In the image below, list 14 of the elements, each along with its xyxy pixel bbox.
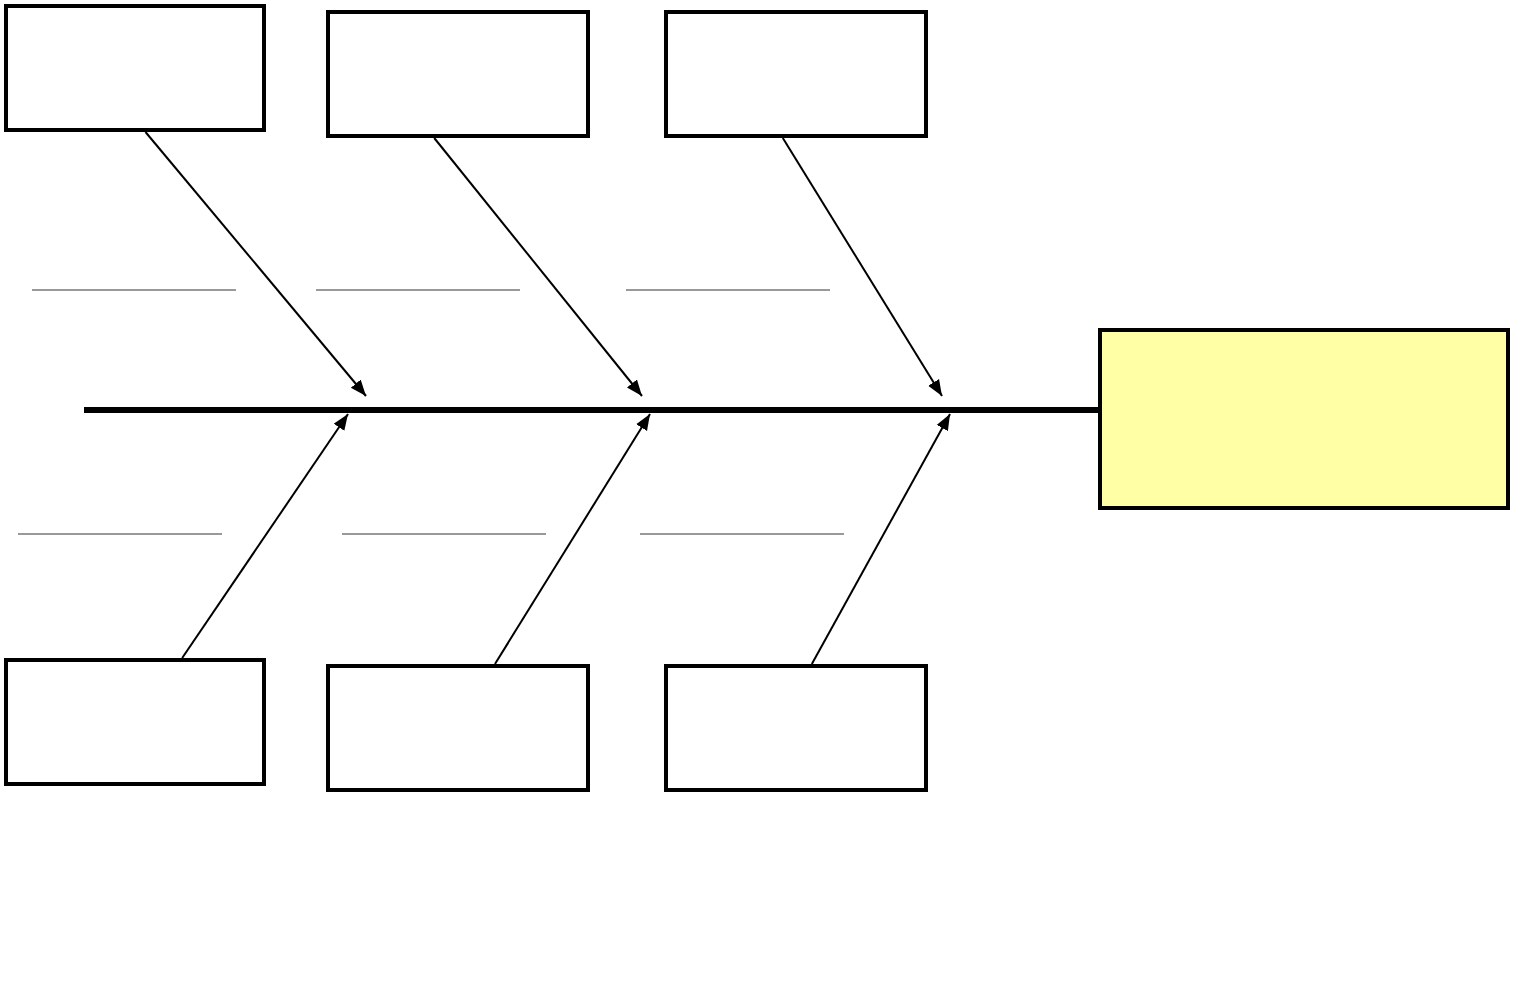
arrow xyxy=(181,413,349,659)
cause-box xyxy=(326,664,590,792)
cause-box xyxy=(326,10,590,138)
effect-box xyxy=(1098,328,1510,510)
arrow xyxy=(493,413,651,665)
cause-box xyxy=(4,4,266,132)
arrow xyxy=(433,137,643,397)
spine-line xyxy=(84,407,1098,413)
arrow xyxy=(144,131,367,397)
arrow xyxy=(810,413,951,665)
cause-box xyxy=(4,658,266,786)
cause-box xyxy=(664,10,928,138)
arrow xyxy=(781,137,943,397)
cause-box xyxy=(664,664,928,792)
